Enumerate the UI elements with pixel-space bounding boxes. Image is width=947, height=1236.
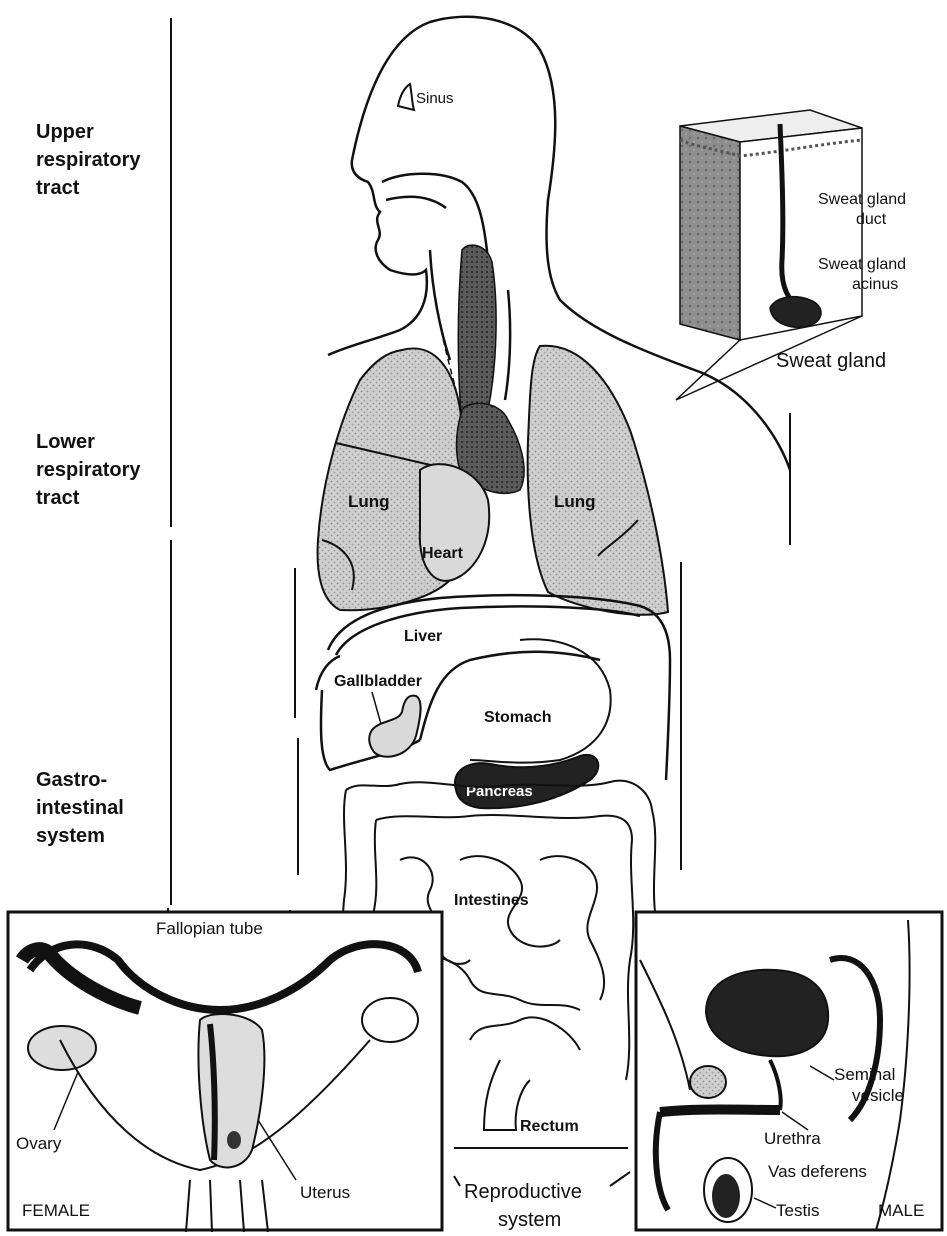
label-liver: Liver: [404, 628, 442, 645]
label-ovary: Ovary: [16, 1134, 62, 1153]
female-inset: [8, 912, 442, 1232]
label-sweat-acinus-1: Sweat gland: [818, 256, 906, 273]
stomach-shape: [470, 639, 611, 762]
label-lung-right: Lung: [554, 492, 596, 511]
label-sweat-acinus-2: acinus: [852, 276, 898, 293]
heart-shape: [420, 464, 489, 581]
label-reproductive-2: system: [498, 1209, 561, 1231]
label-male: MALE: [878, 1201, 924, 1220]
male-inset: [636, 912, 942, 1230]
gallbladder-shape: [369, 696, 420, 757]
label-testis: Testis: [776, 1201, 819, 1220]
label-sinus: Sinus: [416, 90, 454, 107]
label-sweat-gland: Sweat gland: [776, 350, 886, 372]
label-female: FEMALE: [22, 1201, 90, 1220]
label-seminal-2: vesicle: [852, 1086, 904, 1105]
label-stomach: Stomach: [484, 709, 552, 726]
label-seminal-1: Seminal: [834, 1065, 895, 1084]
label-uterus: Uterus: [300, 1183, 350, 1202]
label-reproductive-1: Reproductive: [464, 1181, 582, 1203]
label-sweat-duct-2: duct: [856, 211, 887, 228]
label-sweat-duct-1: Sweat gland: [818, 191, 906, 208]
label-gallbladder: Gallbladder: [334, 673, 422, 690]
label-vas-deferens: Vas deferens: [768, 1162, 867, 1181]
label-lung-left: Lung: [348, 492, 390, 511]
label-urethra: Urethra: [764, 1129, 821, 1148]
label-intestines: Intestines: [454, 892, 529, 909]
label-rectum: Rectum: [520, 1118, 579, 1135]
label-heart: Heart: [422, 545, 464, 562]
label-fallopian-tube: Fallopian tube: [156, 919, 263, 938]
sinus-shape: [398, 84, 414, 110]
